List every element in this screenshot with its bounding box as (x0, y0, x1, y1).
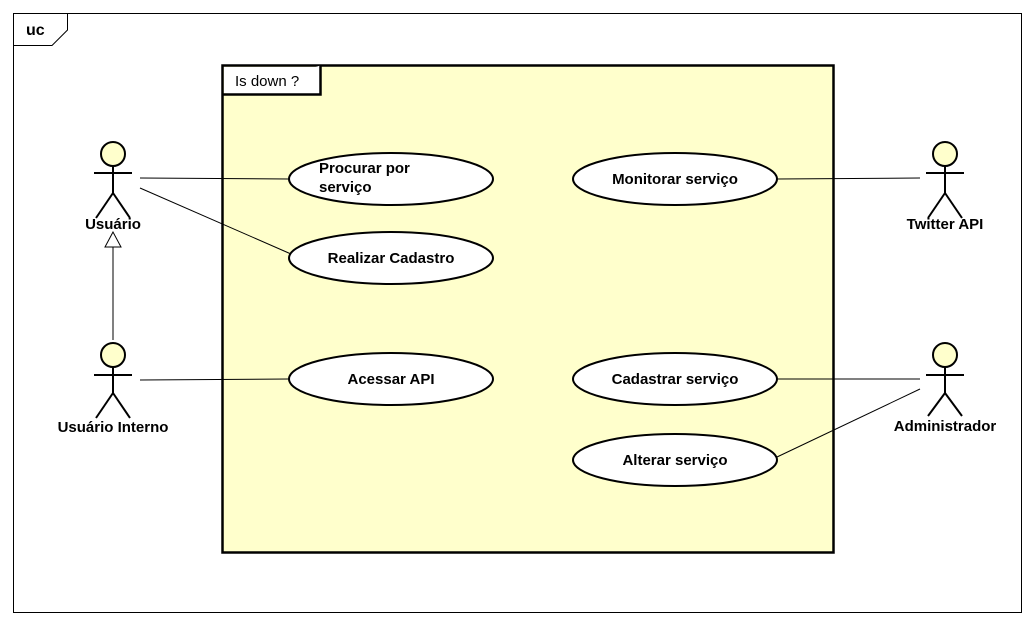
assoc-usuario-procurar (139, 177, 290, 180)
usecase-procurar-line1: Procurar por (319, 160, 410, 177)
frame-tag-box (13, 13, 68, 46)
generalization-arrowhead (104, 230, 122, 248)
actor-administrador-label: Administrador (894, 418, 997, 435)
actor-usuario-label: Usuário (85, 216, 141, 233)
usecase-monitorar-servico-label: Monitorar serviço (612, 171, 738, 188)
usecase-alterar-servico-label: Alterar serviço (622, 452, 727, 469)
frame-tag-label: uc (26, 22, 45, 39)
actor-usuario-head (100, 141, 126, 167)
actor-twitter-api-label: Twitter API (907, 216, 984, 233)
usecase-acessar-api[interactable]: Acessar API (288, 352, 494, 406)
actor-administrador[interactable] (926, 342, 964, 417)
usecase-cadastrar-servico[interactable]: Cadastrar serviço (572, 352, 778, 406)
actor-usuario-interno[interactable] (94, 342, 132, 419)
usecase-alterar-servico[interactable]: Alterar serviço (572, 433, 778, 487)
usecase-acessar-api-label: Acessar API (348, 371, 435, 388)
system-tag-fill (224, 67, 319, 93)
usecase-realizar-cadastro-label: Realizar Cadastro (328, 250, 455, 267)
system-name: Is down ? (235, 73, 299, 90)
usecase-cadastrar-servico-label: Cadastrar serviço (612, 371, 739, 388)
actor-usuario-interno-label: Usuário Interno (58, 419, 169, 436)
actor-usuario[interactable] (94, 141, 132, 219)
assoc-usuario-realizar (139, 187, 292, 255)
usecase-monitorar-servico[interactable]: Monitorar serviço (572, 152, 778, 206)
actor-usuario-interno-head (100, 342, 126, 368)
usecase-procurar-line2: serviço (319, 179, 372, 196)
actor-twitter-api[interactable] (926, 141, 964, 219)
actor-administrador-head (932, 342, 958, 368)
assoc-interno-acessar (139, 378, 290, 381)
assoc-monitorar-twitter (776, 177, 921, 180)
actor-twitter-api-head (932, 141, 958, 167)
usecase-procurar-por-servico[interactable]: Procurar por serviço (288, 152, 494, 206)
usecase-realizar-cadastro[interactable]: Realizar Cadastro (288, 231, 494, 285)
assoc-alterar-admin (776, 388, 921, 458)
